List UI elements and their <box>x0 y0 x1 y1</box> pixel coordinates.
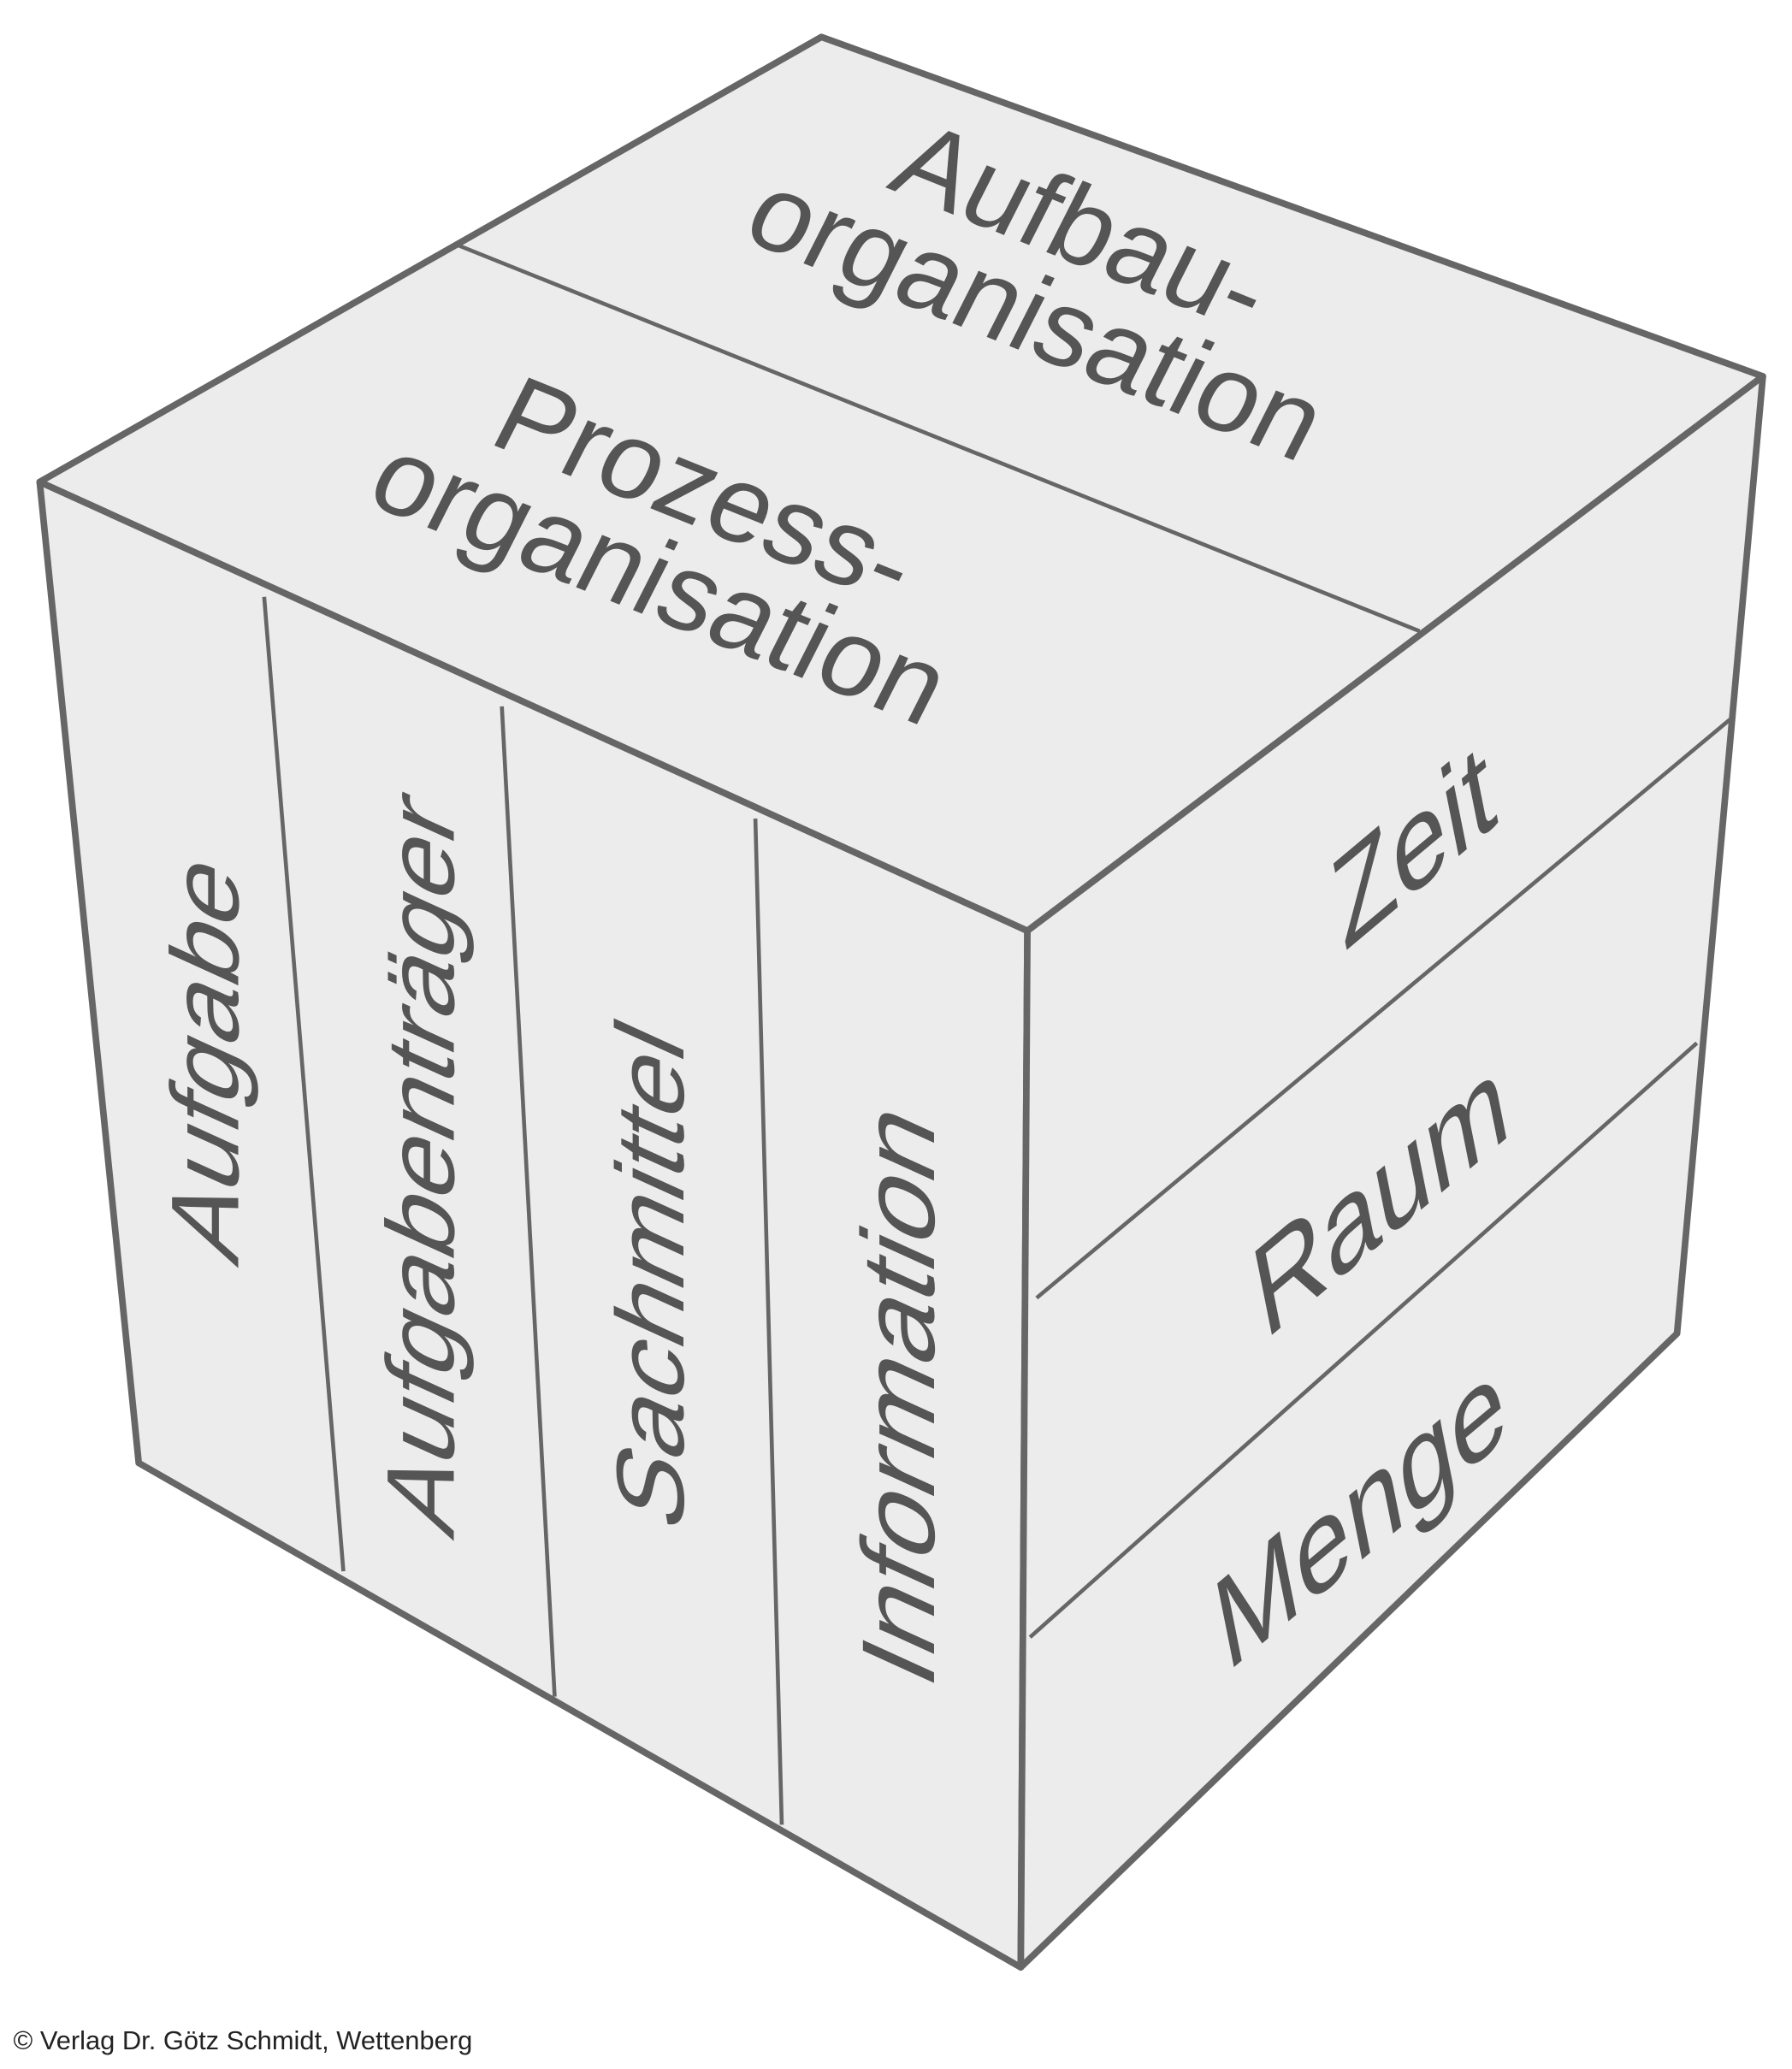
label-sachmittel: Sachmittel <box>597 1003 705 1546</box>
right-divider-2 <box>1028 1041 1699 1639</box>
label-information: Information <box>842 1083 957 1703</box>
label-aufgabe: Aufgabe <box>152 836 260 1278</box>
left-divider-3 <box>753 819 784 1825</box>
left-divider-2 <box>500 706 557 1697</box>
cube-right-face <box>1017 373 1766 1971</box>
copyright-footer: © Verlag Dr. Götz Schmidt, Wettenberg <box>14 2025 473 2055</box>
label-aufgabentraeger: Aufgabenträger <box>367 774 475 1551</box>
left-divider-1 <box>262 596 346 1572</box>
right-divider-1 <box>1035 718 1731 1300</box>
top-divider <box>454 242 1421 634</box>
